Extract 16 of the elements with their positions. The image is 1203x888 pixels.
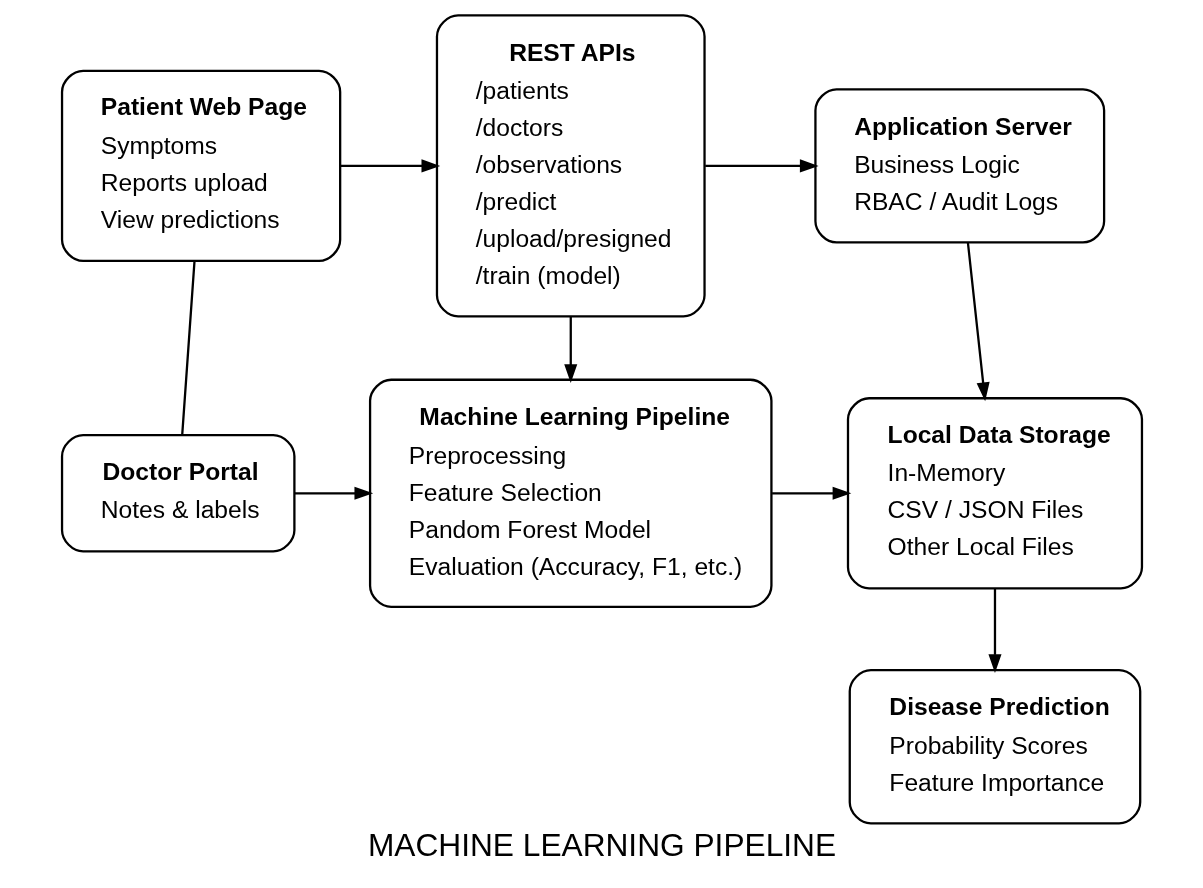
arrow bbox=[339, 159, 440, 173]
node-box: Local Data Storage In-Memory CSV / JSON Files Other Local Files bbox=[846, 397, 1143, 590]
node-box: Application Server Business Logic RBAC / Audit Logs bbox=[813, 88, 1105, 244]
arrow bbox=[966, 242, 990, 402]
arrow bbox=[704, 159, 819, 173]
arrow bbox=[294, 486, 373, 500]
arrow bbox=[987, 588, 1002, 673]
connector bbox=[180, 261, 196, 436]
arrow bbox=[771, 486, 851, 500]
caption: MACHINE LEARNING PIPELINE bbox=[367, 826, 836, 863]
arrow bbox=[563, 316, 577, 383]
node-box: Disease Prediction Probability Scores Feature Importance bbox=[848, 669, 1141, 825]
node-box: Machine Learning Pipeline Preprocessing Feature Selection Pandom Forest Model Evaluation (Accuracy, F1, etc.) bbox=[368, 378, 773, 608]
node-box: Doctor Portal Notes & labels bbox=[60, 434, 296, 553]
node-box: Patient Web Page Symptoms Reports upload View predictions bbox=[60, 69, 341, 263]
node-box: REST APIs /patients /doctors /observations /predict /upload/presigned /train (model) bbox=[435, 14, 706, 318]
